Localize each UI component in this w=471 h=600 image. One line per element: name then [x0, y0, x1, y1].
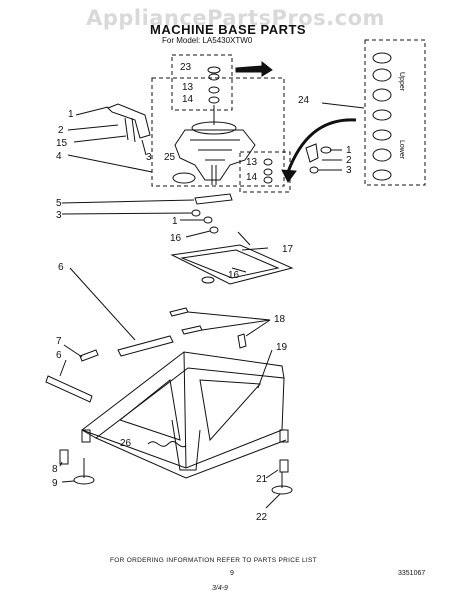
callout-24: 24: [298, 95, 310, 106]
callout-16b: 16: [228, 270, 240, 281]
callout-14: 14: [182, 94, 194, 105]
callout-17: 17: [282, 244, 294, 255]
callout-3c: 3: [56, 210, 62, 221]
callout-2: 2: [58, 125, 64, 136]
callout-19: 19: [276, 342, 288, 353]
callout-6: 6: [58, 262, 64, 273]
callout-1c: 1: [172, 216, 178, 227]
seal-kit-parts: [321, 52, 392, 181]
callout-14b: 14: [246, 172, 258, 183]
left-bracket-parts: [67, 103, 153, 173]
date-code: 3/4-9: [212, 585, 228, 592]
callout-3b: 3: [346, 165, 352, 176]
page-number: 9: [230, 570, 234, 577]
top-parts-box: [171, 54, 233, 111]
wire-harness: [147, 441, 187, 448]
callout-13b: 13: [246, 157, 258, 168]
arrow-shape: [235, 60, 273, 77]
callout-16: 16: [170, 233, 182, 244]
upper-label: Upper: [398, 72, 405, 92]
leveling-legs: [59, 449, 293, 509]
callout-9: 9: [52, 478, 58, 489]
diagram-title: MACHINE BASE PARTS: [150, 22, 307, 37]
callout-labels: 23 13 14 1 2 15 3 4 25 13 14 24 1 2 3 5 …: [52, 62, 352, 523]
motor-mount-plate: [170, 231, 294, 285]
callout-26: 26: [120, 438, 132, 449]
callout-13: 13: [182, 82, 194, 93]
callout-1b: 1: [346, 145, 352, 156]
watermark: AppliancePartsPros.com: [86, 6, 385, 30]
brace-strip-lower: [45, 344, 99, 403]
callout-25: 25: [164, 152, 176, 163]
seal-kit-box: [364, 39, 426, 186]
callout-15: 15: [56, 138, 68, 149]
small-parts-18: [169, 307, 271, 349]
document-part-number: 3351067: [398, 570, 426, 577]
transmission-box: [151, 77, 285, 187]
right-bracket-parts: [263, 143, 342, 184]
ordering-info: FOR ORDERING INFORMATION REFER TO PARTS …: [110, 557, 317, 564]
model-number: For Model: LA5430XTW0: [162, 36, 253, 45]
callout-18: 18: [274, 314, 286, 325]
callout-4: 4: [56, 151, 62, 162]
curved-arrow: [286, 118, 357, 173]
callout-1: 1: [68, 109, 74, 120]
machine-base-frame: [81, 349, 289, 479]
callout-21: 21: [256, 474, 268, 485]
fasteners: [61, 193, 233, 238]
lower-label: Lower: [398, 140, 405, 160]
callout-3: 3: [146, 152, 152, 163]
callout-5: 5: [56, 198, 62, 209]
callout-2b: 2: [346, 155, 352, 166]
callout-23: 23: [180, 62, 192, 73]
callout-8: 8: [52, 464, 58, 475]
transmission-assembly: [172, 66, 256, 185]
callout-22: 22: [256, 512, 268, 523]
callout-6b: 6: [56, 350, 62, 361]
brace-strip-upper: [69, 267, 174, 357]
callout-7: 7: [56, 336, 62, 347]
